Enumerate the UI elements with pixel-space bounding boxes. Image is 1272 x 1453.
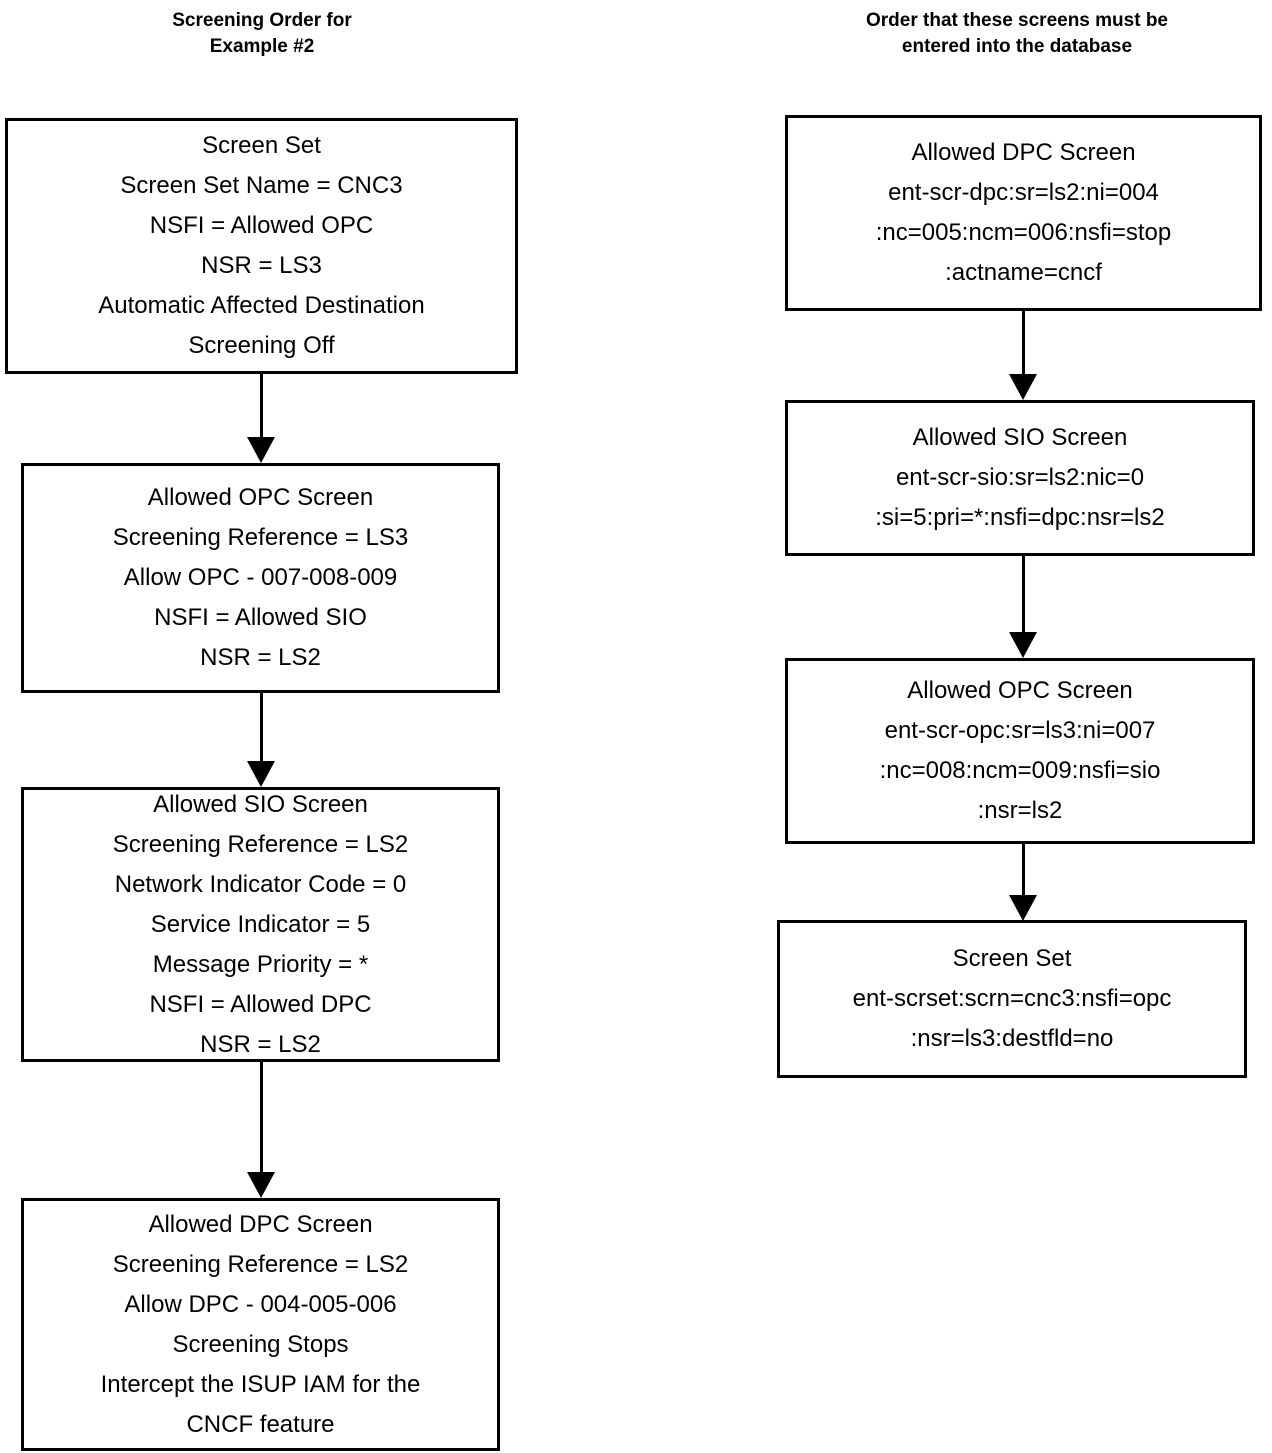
- node-allowed-opc-command-text: Allowed OPC Screen ent-scr-opc:sr=ls3:ni…: [879, 677, 1161, 824]
- node-allowed-dpc-command: Allowed DPC Screen ent-scr-dpc:sr=ls2:ni…: [785, 115, 1262, 311]
- arrow-allowed-opc-to-allowed-sio: [247, 693, 275, 787]
- arrow-dpc-command-to-sio-command: [1009, 311, 1037, 400]
- arrow-head-icon: [1009, 895, 1037, 921]
- arrow-screen-set-to-allowed-opc: [247, 374, 275, 463]
- arrow-shaft: [259, 374, 263, 437]
- node-allowed-opc-command: Allowed OPC Screen ent-scr-opc:sr=ls3:ni…: [785, 658, 1255, 844]
- arrow-shaft: [1021, 844, 1025, 895]
- arrow-shaft: [1021, 556, 1025, 632]
- node-screen-set-command: Screen Set ent-scrset:scrn=cnc3:nsfi=opc…: [777, 920, 1247, 1078]
- node-allowed-sio-screen-text: Allowed SIO Screen Screening Reference =…: [112, 790, 409, 1058]
- node-allowed-sio-command: Allowed SIO Screen ent-scr-sio:sr=ls2:ni…: [785, 400, 1255, 556]
- column-title-screening-order: Screening Order for Example #2: [172, 10, 352, 57]
- arrow-opc-command-to-screen-set-command: [1009, 844, 1037, 921]
- arrow-sio-command-to-opc-command: [1009, 556, 1037, 658]
- node-allowed-opc-screen-text: Allowed OPC Screen Screening Reference =…: [112, 484, 409, 671]
- node-screen-set: Screen Set Screen Set Name = CNC3 NSFI =…: [5, 118, 518, 374]
- arrow-head-icon: [247, 437, 275, 463]
- arrow-head-icon: [1009, 374, 1037, 400]
- node-allowed-sio-command-text: Allowed SIO Screen ent-scr-sio:sr=ls2:ni…: [875, 424, 1165, 531]
- arrow-shaft: [1021, 311, 1025, 374]
- column-title-database-entry-order: Order that these screens must be entered…: [866, 10, 1168, 57]
- arrow-shaft: [259, 1062, 263, 1172]
- arrow-head-icon: [1009, 632, 1037, 658]
- node-screen-set-command-text: Screen Set ent-scrset:scrn=cnc3:nsfi=opc…: [852, 945, 1172, 1052]
- arrow-allowed-sio-to-allowed-dpc: [247, 1062, 275, 1198]
- node-screen-set-text: Screen Set Screen Set Name = CNC3 NSFI =…: [98, 132, 425, 359]
- arrow-head-icon: [247, 761, 275, 787]
- arrow-shaft: [259, 693, 263, 761]
- arrow-head-icon: [247, 1172, 275, 1198]
- node-allowed-dpc-screen: Allowed DPC Screen Screening Reference =…: [21, 1198, 500, 1451]
- node-allowed-sio-screen: Allowed SIO Screen Screening Reference =…: [21, 787, 500, 1062]
- node-allowed-opc-screen: Allowed OPC Screen Screening Reference =…: [21, 463, 500, 693]
- node-allowed-dpc-command-text: Allowed DPC Screen ent-scr-dpc:sr=ls2:ni…: [875, 139, 1172, 286]
- node-allowed-dpc-screen-text: Allowed DPC Screen Screening Reference =…: [100, 1210, 421, 1438]
